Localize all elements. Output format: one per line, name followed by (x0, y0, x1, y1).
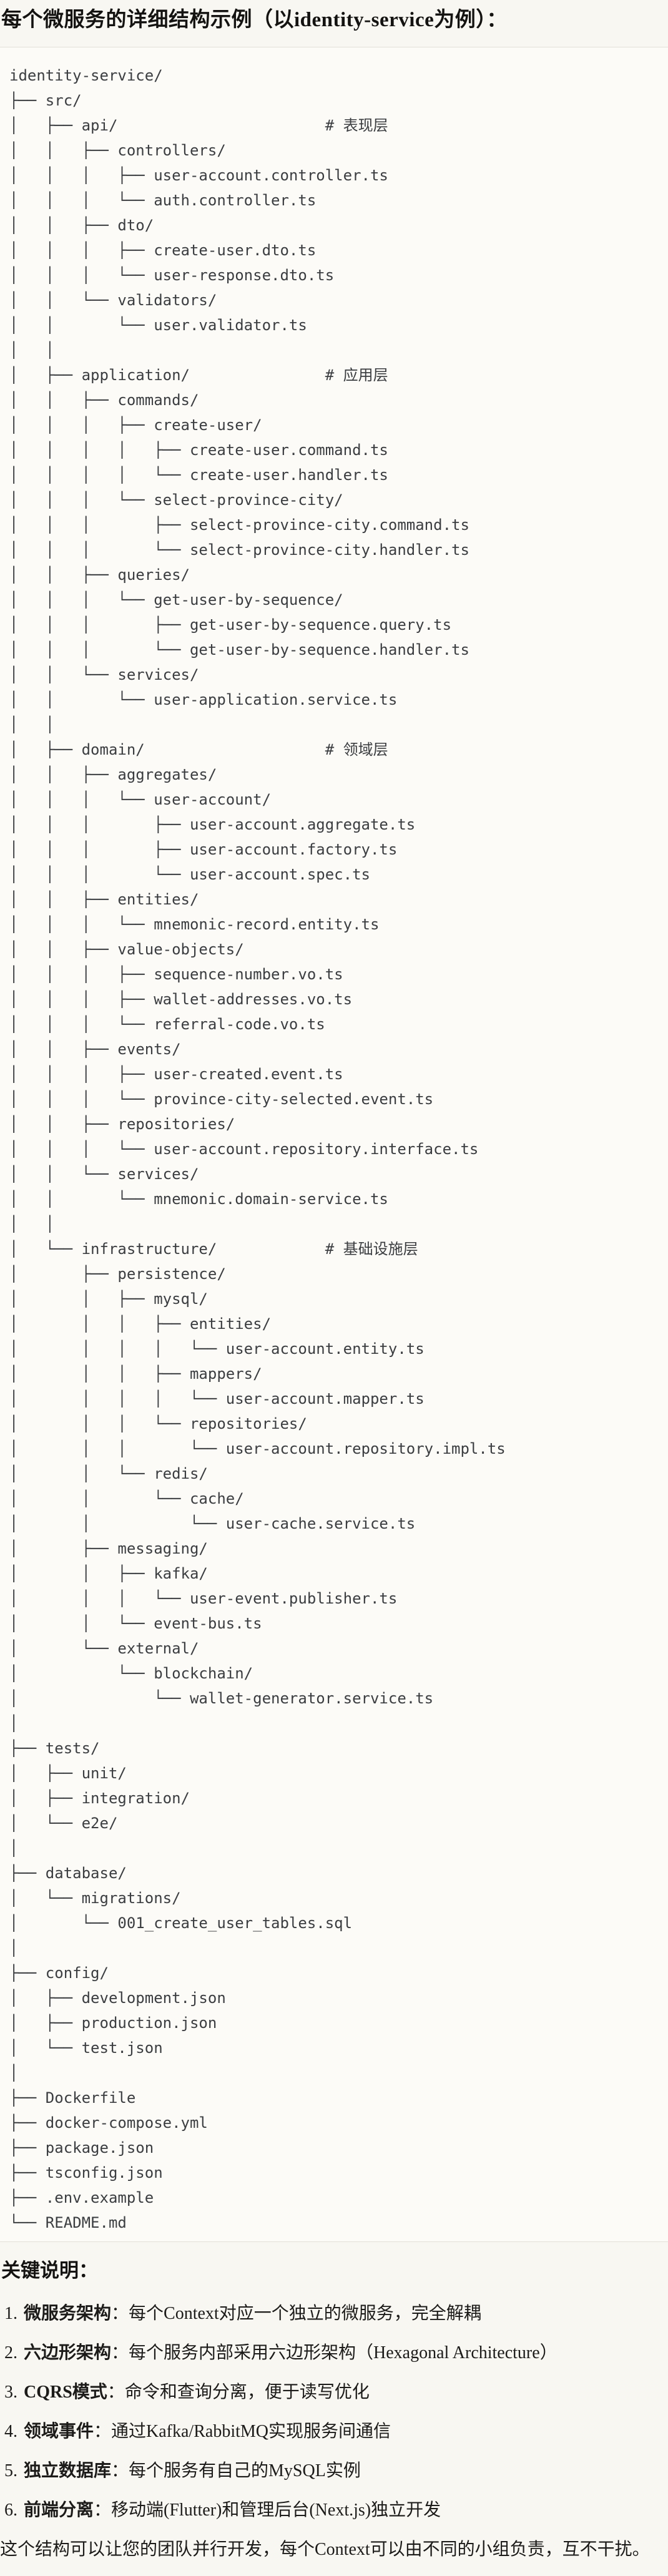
note-item: 3. CQRS模式：命令和查询分离，便于读写优化 (4, 2382, 668, 2403)
note-description: 通过Kafka/RabbitMQ实现服务间通信 (111, 2422, 391, 2441)
code-block: identity-service/ ├── src/ │ ├── api/ # … (0, 47, 668, 2242)
note-colon: ： (111, 2304, 129, 2323)
directory-tree: identity-service/ ├── src/ │ ├── api/ # … (9, 67, 506, 2231)
note-number: 4. (4, 2422, 17, 2441)
note-number: 6. (4, 2500, 17, 2520)
notes-footer: 这个结构可以让您的团队并行开发，每个Context可以由不同的小组负责，互不干扰… (0, 2540, 650, 2559)
note-number: 3. (4, 2383, 17, 2402)
note-colon: ： (94, 2500, 112, 2520)
note-description: 每个Context对应一个独立的微服务，完全解耦 (129, 2304, 481, 2323)
note-label: CQRS模式 (24, 2383, 107, 2402)
note-description: 每个服务有自己的MySQL实例 (129, 2461, 361, 2481)
note-number: 1. (4, 2304, 17, 2323)
page-title: 每个微服务的详细结构示例（以identity-service为例）： (1, 9, 508, 31)
note-item: 6. 前端分离：移动端(Flutter)和管理后台(Next.js)独立开发 (4, 2500, 668, 2521)
note-colon: ： (94, 2422, 112, 2441)
note-item: 2. 六边形架构：每个服务内部采用六边形架构（Hexagonal Architec… (4, 2343, 668, 2364)
note-label: 六边形架构 (24, 2343, 112, 2363)
note-item: 4. 领域事件：通过Kafka/RabbitMQ实现服务间通信 (4, 2421, 668, 2442)
note-label: 独立数据库 (24, 2461, 112, 2481)
note-description: 命令和查询分离，便于读写优化 (124, 2383, 370, 2402)
note-colon: ： (111, 2461, 129, 2481)
note-list: 1.微服务架构：每个Context对应一个独立的微服务，完全解耦 2.六边形架构… (0, 2303, 668, 2521)
note-description: 移动端(Flutter)和管理后台(Next.js)独立开发 (111, 2500, 441, 2520)
note-description: 每个服务内部采用六边形架构（Hexagonal Architecture） (129, 2343, 557, 2363)
note-number: 2. (4, 2343, 17, 2363)
notes-section: 关键说明： 1.微服务架构：每个Context对应一个独立的微服务，完全解耦 2… (0, 2258, 668, 2560)
note-item: 5. 独立数据库：每个服务有自己的MySQL实例 (4, 2461, 668, 2482)
note-number: 5. (4, 2461, 17, 2481)
note-label: 微服务架构 (24, 2304, 112, 2323)
note-label: 领域事件 (24, 2422, 94, 2441)
note-colon: ： (107, 2383, 125, 2402)
note-item: 1. 微服务架构：每个Context对应一个独立的微服务，完全解耦 (4, 2303, 668, 2324)
notes-heading: 关键说明： (1, 2260, 98, 2281)
note-colon: ： (111, 2343, 129, 2363)
note-label: 前端分离 (24, 2500, 94, 2520)
